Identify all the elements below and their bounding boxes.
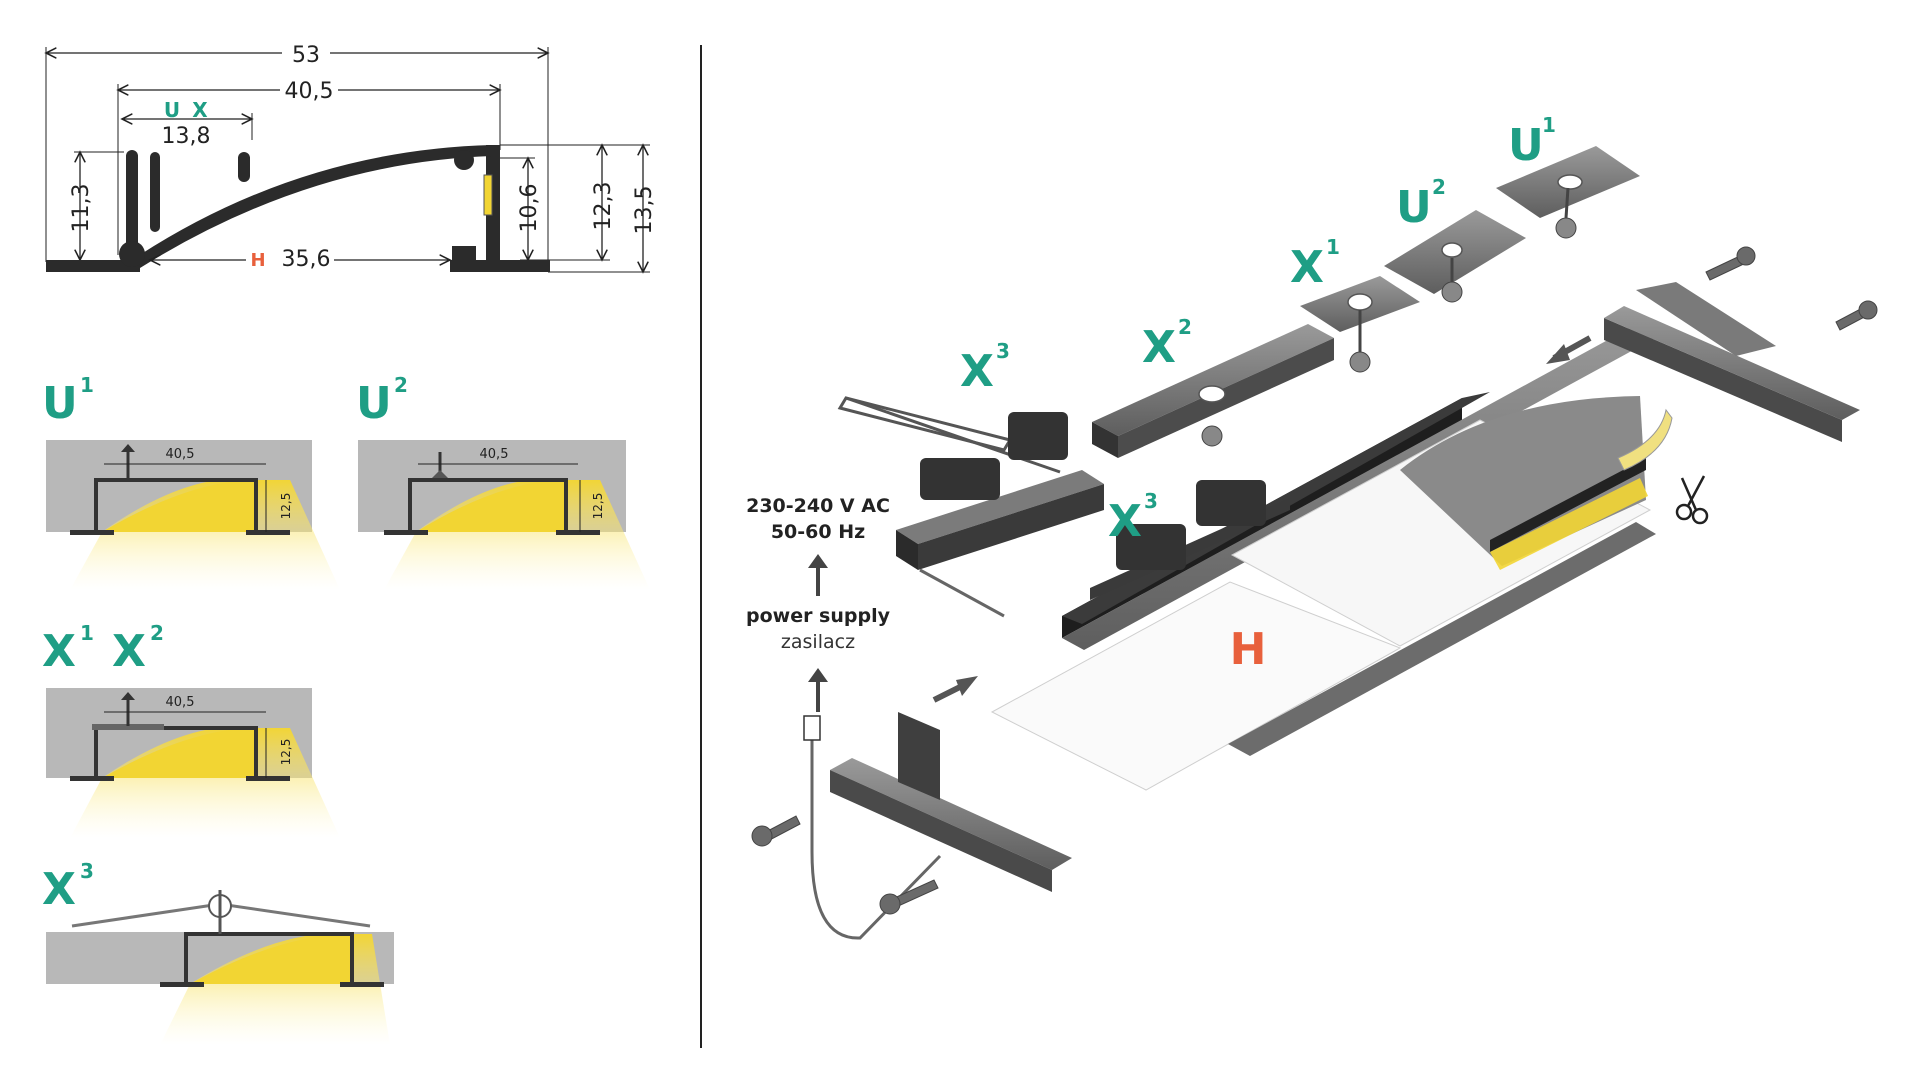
mount-label-u: U	[164, 98, 180, 122]
power-supply-label: power supply	[746, 605, 891, 627]
arrow-left-icon	[1546, 335, 1592, 364]
cross-section-drawing: 53 40,5 U X 13,8 11,3 10,6 12,3 13,5	[46, 40, 657, 272]
profile-section	[46, 145, 550, 272]
bracket-x1	[1300, 276, 1420, 373]
arrow-up-icon	[808, 554, 828, 712]
mount-label-x: X	[192, 98, 208, 122]
power-supply-label-pl: zasilacz	[781, 631, 855, 653]
bracket-u1	[1496, 146, 1640, 239]
clip-x3-profile	[1090, 480, 1290, 600]
dim-right-height-c: 13,5	[632, 186, 657, 235]
variant-x1-letter: X	[42, 626, 76, 677]
variant-x2-letter: X	[112, 626, 146, 677]
exploded-label-x3-sup: 3	[996, 339, 1010, 363]
exploded-view: H	[746, 113, 1878, 940]
exploded-label-u2-sup: 2	[1432, 175, 1446, 199]
variant-u2-letter: U	[356, 378, 392, 429]
exploded-label-x3b-sup: 3	[1144, 489, 1158, 513]
end-cap-right	[1604, 282, 1860, 442]
dim-base-width: 35,6	[282, 247, 331, 272]
exploded-label-x3b-letter: X	[1108, 496, 1142, 547]
dim-inner-width: 40,5	[285, 79, 334, 104]
arrow-right-icon	[932, 676, 978, 703]
exploded-label-x1-sup: 1	[1326, 235, 1340, 259]
bracket-u2	[1384, 210, 1526, 303]
bracket-x2	[1092, 324, 1334, 458]
variant-u2-width: 40,5	[480, 447, 509, 462]
exploded-label-u1-sup: 1	[1542, 113, 1556, 137]
exploded-label-x2-letter: X	[1142, 322, 1176, 373]
variant-x3-letter: X	[42, 864, 76, 915]
clip-x3-top	[837, 396, 1104, 618]
voltage-text: 230-240 V AC	[746, 495, 890, 517]
exploded-label-x3-letter: X	[960, 346, 994, 397]
variant-x1-sup: 1	[80, 621, 94, 645]
led-strip	[1617, 408, 1673, 471]
variant-u1-letter: U	[42, 378, 78, 429]
variant-x1-x2: X 1 X 2 40,5 12,5	[42, 621, 340, 838]
variant-u1-sup: 1	[80, 373, 94, 397]
exploded-label-x1-letter: X	[1290, 242, 1324, 293]
scissors-icon	[1675, 475, 1709, 525]
variant-u1-depth: 12,5	[279, 493, 293, 520]
profile-h-label: H	[1230, 624, 1267, 675]
dim-right-height-b: 12,3	[591, 182, 616, 231]
exploded-label-u2-letter: U	[1396, 182, 1432, 233]
variant-u2-sup: 2	[394, 373, 408, 397]
variant-u2: U 2 40,5 12,5	[356, 373, 650, 590]
exploded-label-x2-sup: 2	[1178, 315, 1192, 339]
main-profile-h: H	[990, 318, 1670, 791]
base-label-h: H	[250, 250, 265, 271]
variant-x2-sup: 2	[150, 621, 164, 645]
dim-right-height-a: 10,6	[517, 184, 542, 233]
dim-total-width: 53	[292, 43, 320, 68]
variant-u1-width: 40,5	[166, 447, 195, 462]
screw-icon	[751, 246, 1878, 915]
frequency-text: 50-60 Hz	[771, 521, 865, 543]
dim-left-height: 11,3	[69, 184, 94, 233]
end-cap-power	[803, 712, 1072, 940]
variant-u1: U 1 40,5 12,5	[42, 373, 340, 590]
variant-x3-sup: 3	[80, 859, 94, 883]
exploded-label-u1-letter: U	[1508, 120, 1544, 171]
dim-mount-width: 13,8	[162, 124, 211, 149]
variant-u2-depth: 12,5	[591, 493, 605, 520]
variant-x-width: 40,5	[166, 695, 195, 710]
variant-x-depth: 12,5	[279, 739, 293, 766]
variant-x3: X 3	[42, 859, 394, 1045]
